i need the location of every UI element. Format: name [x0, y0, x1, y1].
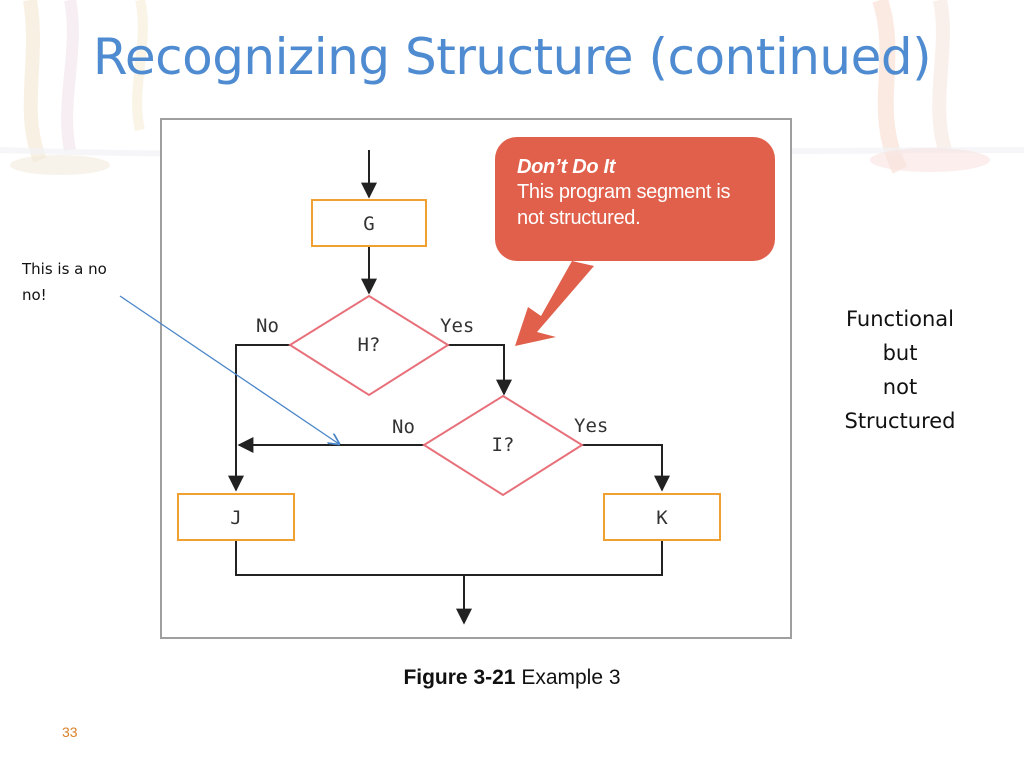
left-annotation-line-1: This is a no	[22, 260, 107, 278]
join-path	[235, 540, 663, 576]
figure-caption: Figure 3-21 Example 3	[0, 666, 1024, 690]
h-no-path	[228, 344, 290, 492]
right-annotation-line-1: Functional	[845, 307, 955, 331]
process-box-k	[603, 493, 721, 541]
branch-label-i-no: No	[392, 416, 415, 438]
right-annotation-line-2: but	[882, 341, 918, 365]
slide-title: Recognizing Structure (continued)	[92, 28, 932, 86]
node-label-k: K	[656, 507, 668, 529]
right-annotation-line-4: Structured	[844, 409, 956, 433]
left-annotation-line-2: no!	[22, 286, 47, 304]
i-yes-path	[582, 444, 670, 492]
dont-do-it-callout: Don’t Do It This program segment is not …	[495, 137, 775, 261]
callout-title: Don’t Do It	[517, 156, 616, 178]
slide-number: 33	[62, 724, 78, 740]
node-label-g: G	[363, 213, 374, 235]
node-label-i: I?	[492, 434, 515, 456]
branch-label-h-yes: Yes	[440, 315, 474, 337]
left-annotation: This is a no no!	[22, 256, 142, 308]
branch-label-h-no: No	[256, 315, 279, 337]
caption-text: Example 3	[521, 666, 621, 689]
decision-diamond-i	[422, 394, 584, 497]
node-label-h: H?	[358, 334, 381, 356]
caption-figure-number: Figure 3-21	[403, 666, 516, 689]
right-annotation: Functional but not Structured	[830, 302, 970, 438]
right-annotation-line-3: not	[882, 375, 918, 399]
callout-pointer-arrow	[515, 261, 594, 346]
branch-label-i-yes: Yes	[574, 415, 608, 437]
process-box-g	[311, 199, 427, 247]
node-label-j: J	[230, 507, 241, 529]
process-box-j	[177, 493, 295, 541]
flowchart-figure: G H? I? J K No Yes No Yes Don’t Do It Th…	[160, 118, 792, 639]
callout-line-1: This program segment is	[517, 181, 731, 203]
flowchart-canvas: G H? I? J K No Yes No Yes	[177, 150, 721, 625]
callout-line-2: not structured.	[517, 207, 641, 229]
h-yes-path	[448, 344, 512, 396]
